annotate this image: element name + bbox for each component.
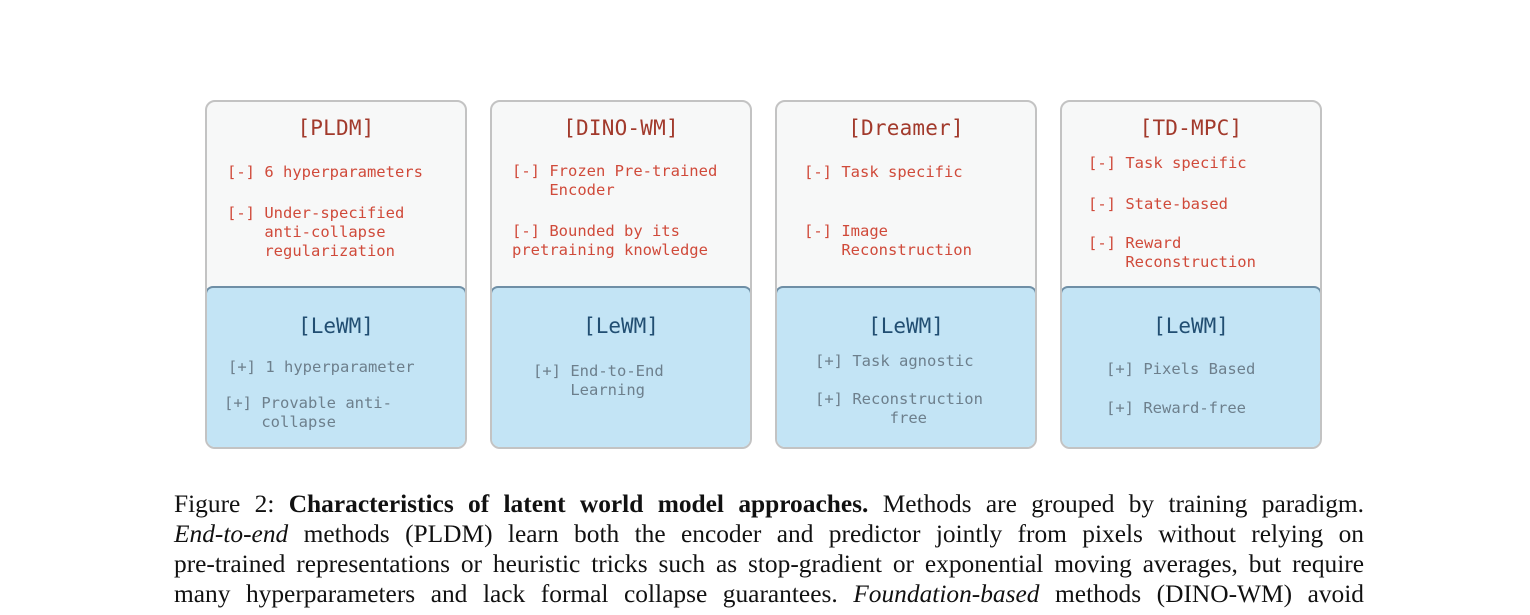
card-top: [Dreamer] [-] Task specific [-] Image Re…	[777, 102, 1035, 287]
lewm-panel: [LeWM] [+] Pixels Based [+] Reward-free	[1062, 286, 1320, 447]
negative-item: [-] Bounded by its pretraining knowledge	[512, 222, 708, 259]
card-dino-wm: [DINO-WM] [-] Frozen Pre-trained Encoder…	[490, 100, 752, 449]
caption-text: many hyperparameters and lack formal col…	[174, 580, 838, 608]
card-title: [TD-MPC]	[1139, 116, 1243, 140]
lewm-panel: [LeWM] [+] Task agnostic [+] Reconstruct…	[777, 286, 1035, 447]
card-top: [PLDM] [-] 6 hyperparameters [-] Under-s…	[207, 102, 465, 287]
positive-item: [+] Reconstruction free	[815, 390, 983, 427]
card-title: [Dreamer]	[848, 116, 964, 140]
caption-line-3: pre-trained representations or heuristic…	[174, 550, 1364, 578]
card-title: [PLDM]	[297, 116, 375, 140]
caption-text: Methods are grouped by training paradigm…	[882, 490, 1364, 518]
positive-item: [+] End-to-End Learning	[533, 362, 664, 399]
lewm-title: [LeWM]	[583, 314, 659, 338]
positive-item: [+] Task agnostic	[815, 352, 974, 370]
positive-item: [+] Pixels Based	[1106, 360, 1256, 378]
card-title: [DINO-WM]	[563, 116, 679, 140]
caption-line-1: Figure 2: Characteristics of latent worl…	[174, 489, 1364, 519]
figure-label: Figure 2:	[174, 490, 275, 518]
negative-item: [-] Reward Reconstruction	[1088, 234, 1256, 271]
negative-item: [-] Image Reconstruction	[804, 222, 972, 259]
positive-item: [+] 1 hyperparameter	[228, 358, 415, 376]
lewm-panel: [LeWM] [+] End-to-End Learning	[492, 286, 750, 447]
card-dreamer: [Dreamer] [-] Task specific [-] Image Re…	[775, 100, 1037, 449]
negative-item: [-] Task specific	[804, 163, 963, 181]
caption-text: methods (PLDM) learn both the encoder an…	[303, 520, 1364, 548]
negative-item: [-] Task specific	[1088, 154, 1247, 172]
caption-line-4: many hyperparameters and lack formal col…	[174, 579, 1364, 609]
caption-title: Characteristics of latent world model ap…	[288, 490, 869, 518]
lewm-panel: [LeWM] [+] 1 hyperparameter [+] Provable…	[207, 286, 465, 447]
figure-caption: Figure 2: Characteristics of latent worl…	[174, 489, 1364, 609]
caption-line-2: End-to-end methods (PLDM) learn both the…	[174, 519, 1364, 549]
positive-item: [+] Provable anti- collapse	[224, 394, 392, 431]
caption-emphasis: End-to-end	[174, 520, 289, 548]
negative-item: [-] Under-specified anti-collapse regula…	[227, 204, 405, 260]
caption-emphasis: Foundation-based	[853, 580, 1040, 608]
caption-text: methods (DINO-WM) avoid	[1055, 580, 1364, 608]
card-td-mpc: [TD-MPC] [-] Task specific [-] State-bas…	[1060, 100, 1322, 449]
negative-item: [-] 6 hyperparameters	[227, 163, 423, 181]
negative-item: [-] State-based	[1088, 195, 1228, 213]
positive-item: [+] Reward-free	[1106, 399, 1246, 417]
card-top: [DINO-WM] [-] Frozen Pre-trained Encoder…	[492, 102, 750, 287]
card-pldm: [PLDM] [-] 6 hyperparameters [-] Under-s…	[205, 100, 467, 449]
lewm-title: [LeWM]	[868, 314, 944, 338]
negative-item: [-] Frozen Pre-trained Encoder	[512, 162, 718, 199]
card-top: [TD-MPC] [-] Task specific [-] State-bas…	[1062, 102, 1320, 287]
lewm-title: [LeWM]	[1153, 314, 1229, 338]
lewm-title: [LeWM]	[298, 314, 374, 338]
